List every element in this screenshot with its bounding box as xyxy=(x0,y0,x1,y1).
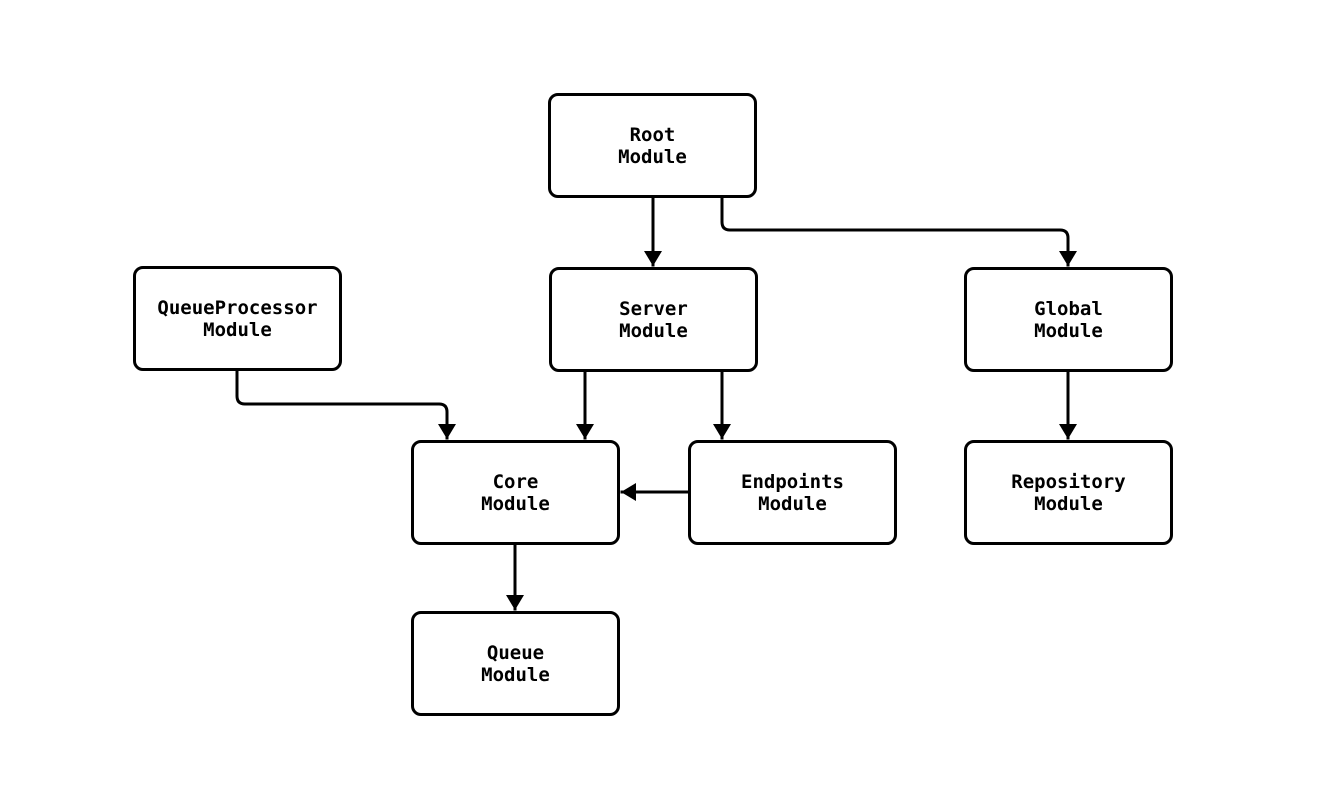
node-core-line2: Module xyxy=(481,492,550,515)
edge-root-to-global xyxy=(720,196,1077,267)
node-server-line1: Server xyxy=(619,297,688,320)
node-server-line2: Module xyxy=(619,319,688,342)
node-endpoints-line1: Endpoints xyxy=(741,470,844,493)
node-endpoints-line2: Module xyxy=(758,492,827,515)
node-repository-line1: Repository xyxy=(1011,470,1126,493)
node-server-module: Server Module xyxy=(549,267,758,372)
node-root-line1: Root xyxy=(629,123,676,146)
node-root-line2: Module xyxy=(618,145,687,168)
node-queueprocessor-line1: QueueProcessor xyxy=(157,296,318,319)
node-global-line1: Global xyxy=(1034,297,1103,320)
node-global-line2: Module xyxy=(1034,319,1103,342)
node-repository-line2: Module xyxy=(1034,492,1103,515)
node-core-line1: Core xyxy=(492,470,539,493)
node-queueprocessor-line2: Module xyxy=(203,318,272,341)
node-repository-module: Repository Module xyxy=(964,440,1173,545)
node-global-module: Global Module xyxy=(964,267,1173,372)
node-root-module: Root Module xyxy=(548,93,757,198)
node-queue-line2: Module xyxy=(481,663,550,686)
edge-queueprocessor-to-core xyxy=(235,370,456,440)
node-queueprocessor-module: QueueProcessor Module xyxy=(133,266,342,371)
node-core-module: Core Module xyxy=(411,440,620,545)
node-queue-module: Queue Module xyxy=(411,611,620,716)
node-queue-line1: Queue xyxy=(486,641,545,664)
node-endpoints-module: Endpoints Module xyxy=(688,440,897,545)
